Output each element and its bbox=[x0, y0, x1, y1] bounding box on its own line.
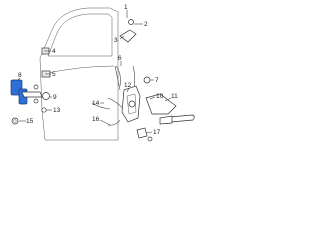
door-lock-actuator bbox=[121, 85, 141, 123]
callout-12: 12 bbox=[124, 82, 132, 89]
callout-8: 8 bbox=[18, 72, 22, 79]
callout-3: 3 bbox=[114, 37, 118, 44]
callout-14: 14 bbox=[92, 100, 100, 107]
callout-9: 9 bbox=[53, 94, 57, 101]
door-hinge-assembly bbox=[10, 79, 43, 105]
handle-carrier bbox=[143, 76, 177, 115]
callout-11: 11 bbox=[171, 93, 178, 100]
leader-lines bbox=[16, 10, 172, 134]
small-parts-upper-right bbox=[119, 19, 137, 43]
callout-17: 17 bbox=[153, 129, 161, 136]
outside-handle bbox=[159, 114, 195, 125]
callout-15: 15 bbox=[26, 118, 34, 125]
callout-13: 13 bbox=[53, 107, 61, 114]
callout-labels: 1 2 3 4 5 6 7 8 9 10 11 12 13 14 15 16 1… bbox=[18, 4, 178, 136]
callout-1: 1 bbox=[124, 4, 128, 11]
cables-and-rods bbox=[91, 65, 136, 126]
callout-10: 10 bbox=[156, 93, 164, 100]
callout-4: 4 bbox=[52, 48, 56, 55]
callout-7: 7 bbox=[155, 77, 159, 84]
diagram-canvas: 1 2 3 4 5 6 7 8 9 10 11 12 13 14 15 16 1… bbox=[10, 4, 195, 142]
lower-striker bbox=[136, 127, 153, 142]
parts-diagram: 1 2 3 4 5 6 7 8 9 10 11 12 13 14 15 16 1… bbox=[0, 0, 200, 147]
callout-16: 16 bbox=[92, 116, 100, 123]
callout-6: 6 bbox=[118, 55, 122, 62]
callout-2: 2 bbox=[144, 21, 148, 28]
callout-5: 5 bbox=[52, 71, 56, 78]
